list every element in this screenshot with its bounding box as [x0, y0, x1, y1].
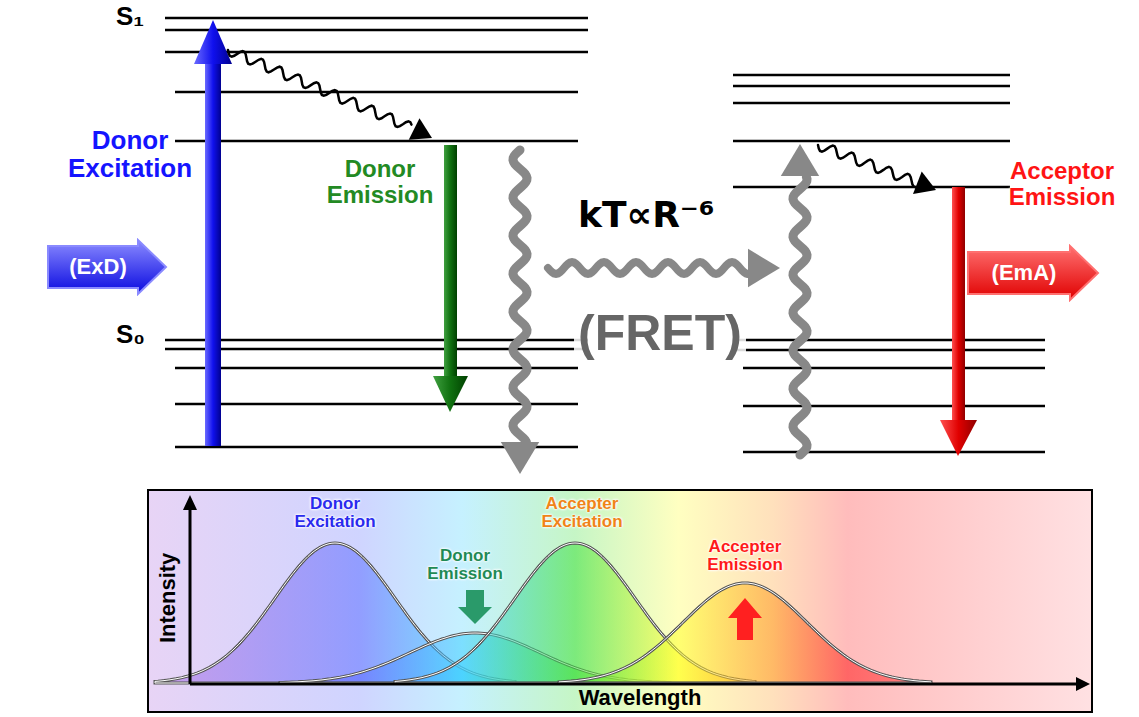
- peak-label: Accepter Emission: [689, 538, 801, 575]
- arrow-head: [501, 442, 539, 474]
- peak-label: Accepter Excitation: [526, 495, 638, 532]
- arrow-text: (ExD): [50, 238, 146, 280]
- state-label: S₁: [116, 2, 144, 30]
- wavy-line: [793, 177, 807, 455]
- arrow-head: [913, 172, 936, 194]
- process-label: Donor Emission: [318, 156, 442, 208]
- arrow-text: (EmA): [970, 244, 1078, 286]
- arrow-head: [781, 144, 819, 176]
- process-label: Acceptor Emission: [993, 158, 1131, 210]
- nonradiative-squiggles: [228, 50, 936, 474]
- energy-levels: [165, 18, 1045, 452]
- wavy-line: [818, 145, 915, 187]
- arrow-head: [748, 249, 780, 287]
- block-arrow: (ExD): [46, 238, 168, 296]
- arrow-head: [409, 118, 432, 139]
- peak-label: Donor Excitation: [279, 495, 391, 532]
- axis-label: Wavelength: [579, 686, 702, 710]
- fret-label: (FRET): [574, 306, 746, 360]
- transition-arrows: [194, 20, 977, 456]
- wavy-line: [228, 50, 411, 127]
- wavy-line: [548, 262, 748, 274]
- spectrum-panel: [148, 490, 1092, 712]
- spectrum-curve-highlight: [559, 583, 931, 683]
- peak-label: Donor Emission: [415, 547, 515, 584]
- rate-formula: kT∝R⁻⁶: [578, 196, 715, 235]
- axis-label: Intensity: [156, 553, 180, 643]
- wavy-line: [513, 150, 527, 442]
- block-arrow: (EmA): [966, 244, 1100, 302]
- spectrum-curve: [559, 583, 931, 683]
- process-label: Donor Excitation: [55, 126, 205, 182]
- state-label: S₀: [116, 320, 145, 348]
